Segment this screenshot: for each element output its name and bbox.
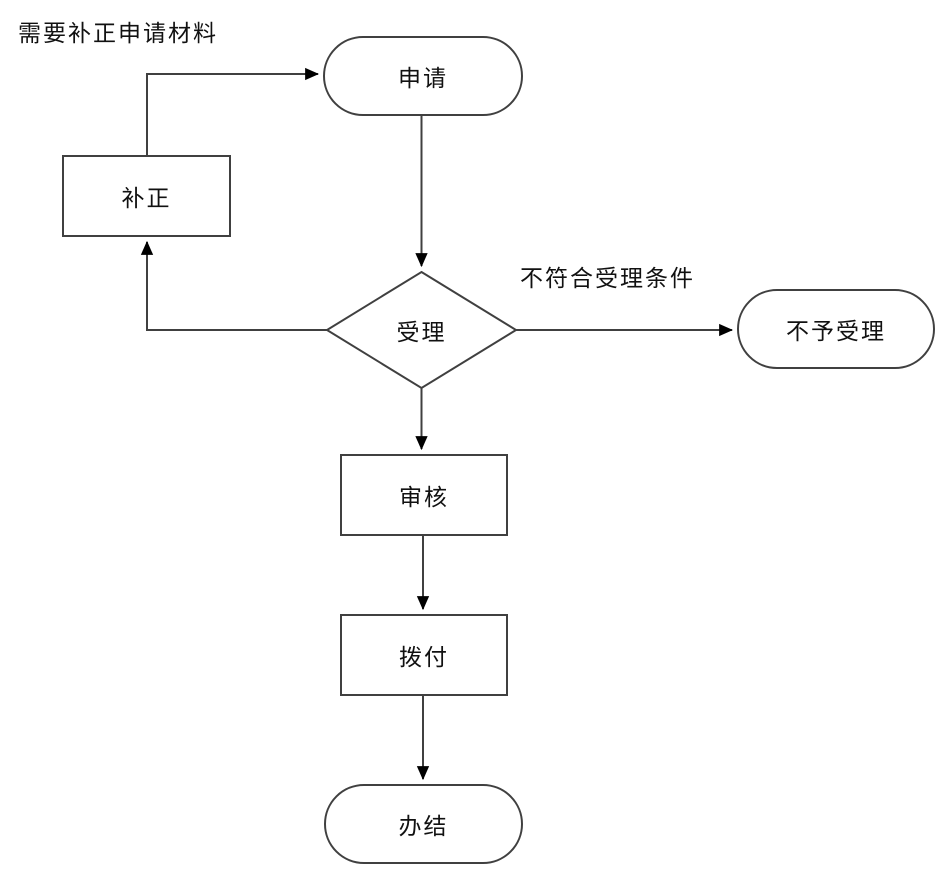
node-shape-disburse[interactable] (340, 614, 508, 696)
node-shape-review[interactable] (340, 454, 508, 536)
node-shape-reject[interactable] (737, 289, 935, 369)
edge-label-reject-condition: 不符合受理条件 (520, 266, 695, 292)
node-shape-supplement[interactable] (62, 155, 231, 237)
edge-accept-to-supplement (140, 240, 327, 331)
node-shape-done[interactable] (324, 784, 523, 864)
caption-supplement-materials: 需要补正申请材料 (18, 21, 218, 47)
node-shape-apply[interactable] (323, 36, 523, 116)
node-shape-accept[interactable] (325, 270, 518, 390)
edge-supplement-to-apply (146, 67, 320, 156)
